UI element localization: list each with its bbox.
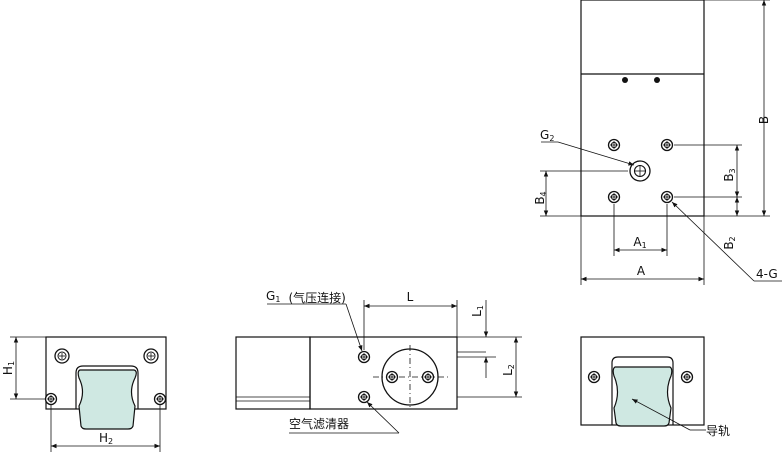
front-cap-screw-left: [54, 348, 70, 364]
g1-label: G1 (气压连接): [266, 287, 346, 306]
block-outline: [580, 0, 705, 217]
bore-screw-left: [385, 370, 399, 384]
dim-a-label: A: [637, 264, 646, 278]
dim-l2-label: L2: [501, 364, 516, 376]
vent-dot-left: [622, 77, 628, 83]
vent-dot-right: [654, 77, 660, 83]
mount-hole-3: [607, 190, 621, 204]
top-view: B B3 B2 B4 A1 A G2 4-G: [533, 0, 782, 285]
dim-b2-label: B2: [722, 236, 737, 249]
hole-callout-label: 4-G: [756, 267, 778, 281]
dim-h2-label: H2: [99, 431, 113, 446]
front-side-hole-left: [44, 392, 58, 406]
dim-h1-label: H1: [1, 361, 16, 375]
rail-label: 导轨: [706, 424, 730, 438]
air-filter-port: [357, 390, 371, 404]
dim-b3-label: B3: [722, 168, 737, 181]
air-filter-label: 空气滤清器: [289, 416, 349, 431]
g2-label: G2: [540, 128, 554, 143]
front-rail-profile: [77, 369, 137, 430]
mount-hole-1: [607, 138, 621, 152]
dim-l-label: L: [407, 290, 414, 304]
bore-screw-right: [421, 370, 435, 384]
rear-side-hole-left: [587, 370, 601, 384]
rear-rail-profile: [612, 366, 673, 427]
dim-b-label: B: [757, 116, 771, 124]
dim-a1-label: A1: [633, 235, 646, 250]
mount-hole-2: [660, 138, 674, 152]
g1-port: [357, 350, 371, 364]
rear-view: 导轨: [580, 336, 730, 438]
front-view: H1 H2: [1, 336, 167, 452]
front-cap-screw-right: [143, 348, 159, 364]
front-side-hole-right: [153, 392, 167, 406]
dim-b4-label: B4: [533, 191, 548, 204]
g2-port: [629, 160, 651, 182]
side-cover: [235, 336, 311, 410]
dim-l1-label: L1: [470, 305, 485, 317]
side-view: L L1 L2 G1 (气压连接) 空气滤清器: [235, 287, 522, 434]
mount-hole-4: [660, 190, 674, 204]
rear-side-hole-right: [680, 370, 694, 384]
